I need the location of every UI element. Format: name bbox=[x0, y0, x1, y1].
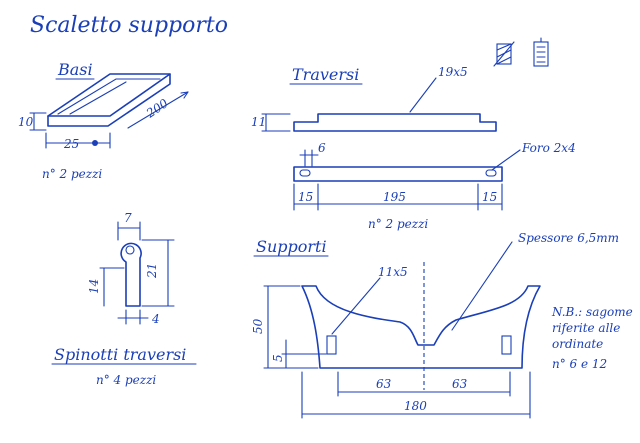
basi-heading: Basi bbox=[57, 60, 93, 79]
basi-drawing bbox=[29, 73, 189, 149]
traversi-dim-right: 15 bbox=[482, 190, 497, 204]
traversi-top-view bbox=[293, 149, 521, 211]
supporti-heading: Supporti bbox=[256, 237, 327, 256]
traversi-hole-label: Foro 2x4 bbox=[521, 141, 576, 155]
supporti-drawing bbox=[263, 241, 541, 419]
traversi-dim-mid: 195 bbox=[383, 190, 406, 204]
basi-dim-width: 25 bbox=[63, 137, 79, 151]
supporti-dim-total: 180 bbox=[404, 399, 427, 413]
spinotti-dim-total: 21 bbox=[145, 263, 159, 279]
spinotti-dim-top: 7 bbox=[124, 211, 132, 225]
grain-direction-icon bbox=[533, 37, 549, 67]
supporti-note-line3: ordinate bbox=[552, 337, 603, 351]
supporti-thickness: Spessore 6,5mm bbox=[518, 231, 619, 245]
spinotti-drawing bbox=[99, 221, 175, 325]
basi-count: n° 2 pezzi bbox=[42, 167, 102, 181]
traversi-dim-left: 15 bbox=[298, 190, 313, 204]
supporti-note: N.B.: sagome riferite alle ordinate n° 6… bbox=[551, 305, 633, 371]
traversi-dim-hole-offset: 6 bbox=[318, 141, 326, 155]
spinotti-heading: Spinotti traversi bbox=[54, 345, 186, 364]
supporti-note-line1: N.B.: sagome bbox=[551, 305, 633, 319]
supporti-note-line2: riferite alle bbox=[552, 321, 620, 335]
spinotti-count: n° 4 pezzi bbox=[96, 373, 156, 387]
supporti-dim-slot-height: 5 bbox=[271, 354, 285, 362]
basi-dim-height: 10 bbox=[18, 115, 34, 129]
spinotti-dim-stem: 14 bbox=[87, 279, 101, 294]
traversi-side-view bbox=[261, 77, 497, 132]
sheet-title: Scaletto supporto bbox=[30, 13, 228, 38]
spinotti-dim-thick: 4 bbox=[151, 312, 160, 326]
traversi-count: n° 2 pezzi bbox=[368, 217, 428, 231]
supporti-dim-height: 50 bbox=[251, 318, 265, 334]
cross-section-icon bbox=[493, 41, 515, 67]
supporti-note-line4: n° 6 e 12 bbox=[552, 357, 607, 371]
supporti-dim-half-right: 63 bbox=[452, 377, 468, 391]
traversi-section: 19x5 bbox=[438, 65, 468, 79]
traversi-dim-height: 11 bbox=[251, 115, 266, 129]
traversi-heading: Traversi bbox=[292, 65, 359, 84]
supporti-slot: 11x5 bbox=[378, 265, 408, 279]
supporti-dim-half-left: 63 bbox=[376, 377, 392, 391]
